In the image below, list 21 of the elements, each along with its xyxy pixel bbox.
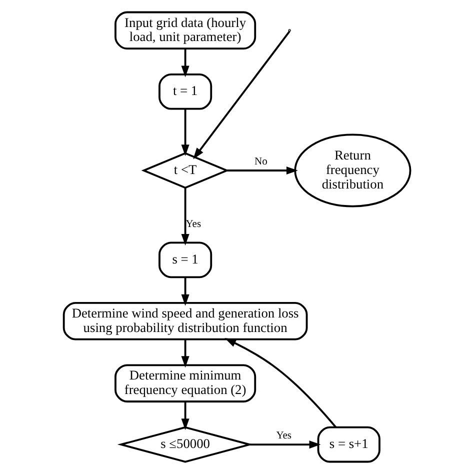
node-box: Determine wind speed and generation loss using probability distribution function	[62, 302, 308, 340]
arrow	[181, 108, 190, 156]
edge-label: Yes	[186, 219, 202, 230]
node-box: s = s+1	[317, 426, 380, 463]
edge-label: Yes	[276, 430, 292, 442]
arrow	[226, 166, 298, 175]
edge-label: No	[254, 156, 268, 168]
arrow	[181, 340, 190, 368]
node-diamond: t <T	[141, 152, 230, 189]
arrow	[181, 402, 190, 430]
arrow	[181, 277, 190, 306]
arrow	[193, 30, 290, 160]
arrow	[224, 338, 337, 428]
node-box: Determine minimum frequency equation (2)	[114, 364, 256, 402]
node-box: t = 1	[158, 73, 212, 110]
arrow	[250, 440, 321, 449]
node-ellipse: Return frequency distribution	[294, 134, 412, 208]
node-box: s = 1	[158, 242, 212, 278]
node-box: Input grid data (hourly load, unit parameter)	[114, 11, 256, 50]
arrow	[181, 188, 190, 246]
arrow	[181, 48, 190, 78]
